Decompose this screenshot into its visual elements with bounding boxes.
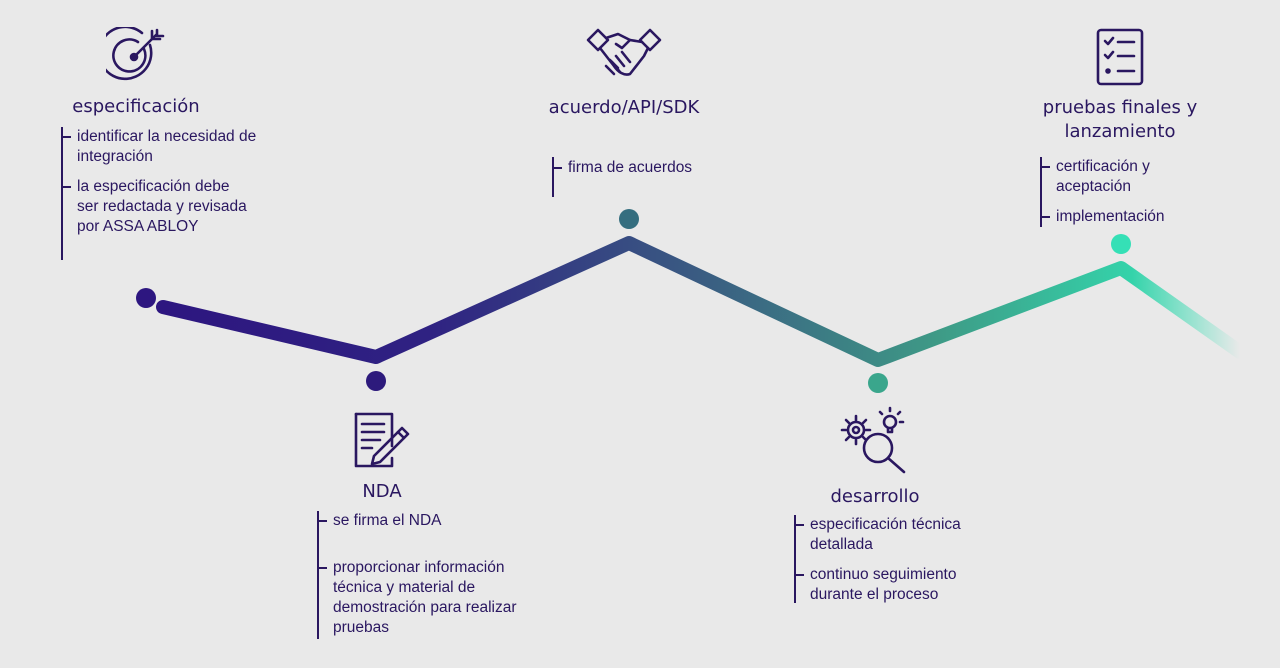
gear-magnifier-icon — [840, 406, 906, 474]
list-item: la especificación debe ser redactada y r… — [61, 177, 247, 237]
list-item: implementación — [1040, 207, 1192, 227]
stage-title-acuerdo: acuerdo/API/SDK — [548, 97, 700, 118]
list-item: especificación técnica detallada — [794, 515, 980, 555]
timeline-dot-especificacion — [136, 288, 156, 308]
timeline-dot-acuerdo — [619, 209, 639, 229]
timeline-dot-pruebas — [1111, 234, 1131, 254]
timeline-dot-desarrollo — [868, 373, 888, 393]
stage-items-especificacion: identificar la necesidad de integración … — [61, 127, 263, 260]
stage-items-acuerdo: firma de acuerdos — [552, 157, 724, 197]
stage-items-nda: se firma el NDA proporcionar información… — [317, 511, 539, 639]
stage-items-pruebas: certificación y aceptación implementació… — [1040, 157, 1192, 227]
stage-title-pruebas: pruebas finales y lanzamiento — [1042, 97, 1198, 142]
timeline-path — [156, 236, 1247, 367]
stage-items-desarrollo: especificación técnica detallada continu… — [794, 515, 996, 603]
list-item: se firma el NDA — [317, 511, 539, 531]
document-pen-icon — [354, 412, 410, 468]
list-item: certificación y aceptación — [1040, 157, 1176, 197]
target-arrow-icon — [106, 27, 165, 81]
stage-title-especificacion: especificación — [72, 96, 200, 117]
list-item: identificar la necesidad de integración — [61, 127, 263, 167]
list-item: continuo seguimiento durante el proceso — [794, 565, 980, 605]
list-item: proporcionar información técnica y mater… — [317, 558, 527, 638]
handshake-icon — [586, 28, 662, 76]
checklist-icon — [1096, 28, 1144, 86]
list-item: firma de acuerdos — [552, 158, 724, 178]
stage-title-desarrollo: desarrollo — [830, 486, 920, 507]
timeline-dot-nda — [366, 371, 386, 391]
stage-title-nda: NDA — [362, 481, 402, 502]
